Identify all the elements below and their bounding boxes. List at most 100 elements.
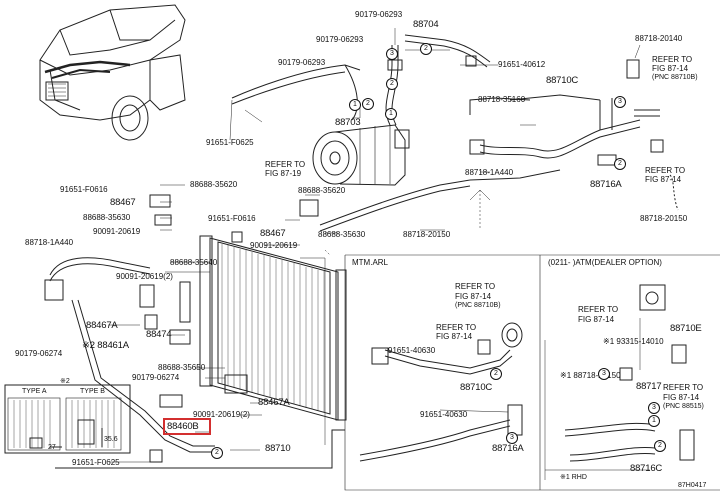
label-doc-code: 87H0417 <box>678 482 707 489</box>
label-88710e: 88710E <box>670 323 702 334</box>
label-88710c-b: 88710C <box>460 382 493 393</box>
label-type-b: TYPE B <box>80 388 105 395</box>
label-88716a-b: 88716A <box>492 443 524 454</box>
label-88467a-b: 88467A <box>258 397 290 408</box>
type-inset <box>4 384 131 454</box>
label-88716a-top: 88716A <box>590 179 622 190</box>
label-91651-f0625-b: 91651-F0625 <box>72 458 120 467</box>
callout-2: 2 <box>420 43 432 55</box>
label-91651-40630-b: 91651-40630 <box>420 410 468 419</box>
label-88718-20150-center: 88718-20150 <box>403 230 451 239</box>
label-rhd-note: ※1 RHD <box>560 474 587 481</box>
section-frames <box>55 254 720 491</box>
vehicle-sketch <box>39 4 186 141</box>
callout-2: 2 <box>614 158 626 170</box>
condenser <box>199 235 347 421</box>
callout-3: 3 <box>598 368 610 380</box>
label-91651-40612: 91651-40612 <box>498 60 546 69</box>
callout-1: 1 <box>349 99 361 111</box>
callout-3: 3 <box>614 96 626 108</box>
label-pnc-top: (PNC 88710B) <box>652 74 698 81</box>
leader-lines <box>108 28 641 463</box>
label-91651-f0625-a: 91651-F0625 <box>206 138 254 147</box>
callout-3: 3 <box>386 48 398 60</box>
label-fig-right: FIG 87-14 <box>645 175 682 184</box>
label-mtm-arl: MTM.ARL <box>352 258 388 267</box>
label-88710c-top: 88710C <box>546 75 579 86</box>
callout-3: 3 <box>506 432 518 444</box>
atm-section <box>544 284 695 480</box>
callout-2: 2 <box>654 440 666 452</box>
label-88718-1a440-left: 88718-1A440 <box>25 238 74 247</box>
label-atm-option: (0211- )ATM(DEALER OPTION) <box>548 258 662 267</box>
label-fig-top: FIG 87-14 <box>652 64 689 73</box>
label-88718-35160: 88718-35160 <box>478 95 526 104</box>
label-88716c: 88716C <box>630 463 663 474</box>
liquid-line <box>319 169 561 232</box>
upper-hoses <box>231 34 491 126</box>
label-88688-35650: 88688-35650 <box>158 363 206 372</box>
label-refer-8719: REFER TO <box>265 160 306 169</box>
label-90179-06293-top: 90179-06293 <box>355 10 403 19</box>
compressor <box>312 124 410 186</box>
label-90179-06274-left: 90179-06274 <box>15 349 63 358</box>
label-88688-35640: 88688-35640 <box>170 258 218 267</box>
label-refer-right: REFER TO <box>645 166 686 175</box>
label-fig-mid2: FIG 87-14 <box>436 332 473 341</box>
label-88710: 88710 <box>265 443 291 454</box>
label-pnc-88515: (PNC 88515) <box>663 403 704 410</box>
label-88718-1a440-top: 88718-1A440 <box>465 168 514 177</box>
callout-1: 1 <box>385 108 397 120</box>
label-88467-b: 88467 <box>260 228 286 239</box>
highlight-88460b <box>163 418 211 435</box>
label-90091-20619-2: 90091-20619(2) <box>116 272 173 281</box>
label-88718-20140: 88718-20140 <box>635 34 683 43</box>
pipe-88710 <box>44 257 215 463</box>
callout-2: 2 <box>211 447 223 459</box>
callout-2: 2 <box>362 98 374 110</box>
label-88688-35620-a: 88688-35620 <box>190 180 238 189</box>
label-88460b: 88460B <box>167 421 199 432</box>
label-88704: 88704 <box>413 19 439 30</box>
label-88688-35630-b: 88688-35630 <box>318 230 366 239</box>
callout-2: 2 <box>386 78 398 90</box>
label-90091-20619-a: 90091-20619 <box>93 227 141 236</box>
callout-1: 1 <box>648 415 660 427</box>
label-refer-88515: REFER TO <box>663 383 704 392</box>
label-90179-06274-center: 90179-06274 <box>132 373 180 382</box>
label-fig-8719: FIG 87-19 <box>265 169 302 178</box>
label-88467-a: 88467 <box>110 197 136 208</box>
label-pnc-mid: (PNC 88710B) <box>455 302 501 309</box>
label-90091-20619-2b: 90091-20619(2) <box>193 410 250 419</box>
label-88717: 88717 <box>636 381 662 392</box>
label-90179-06293-b: 90179-06293 <box>278 58 326 67</box>
label-refer-top: REFER TO <box>652 55 693 64</box>
label-90091-20619-b: 90091-20619 <box>250 241 298 250</box>
callout-3: 3 <box>648 402 660 414</box>
label-fig-mid: FIG 87-14 <box>455 292 492 301</box>
brackets-left <box>139 194 319 408</box>
label-dim-27: 27 <box>48 444 56 451</box>
label-fig-88515: FIG 87-14 <box>663 393 700 402</box>
label-refer-mid: REFER TO <box>455 282 496 291</box>
label-refer-mid2: REFER TO <box>436 323 477 332</box>
callout-2: 2 <box>490 368 502 380</box>
label-91651-f0616-b: 91651-F0616 <box>208 214 256 223</box>
label-88718-20150-atm: ※1 88718-20150 <box>560 371 621 380</box>
label-91651-40630-a: 91651-40630 <box>388 346 436 355</box>
label-93315-14010: ※1 93315-14010 <box>603 337 664 346</box>
discharge-hose-88710c <box>469 59 679 211</box>
label-fig-atm: FIG 87-14 <box>578 315 615 324</box>
label-type-note: ※2 <box>60 378 70 385</box>
label-88688-35630-a: 88688-35630 <box>83 213 131 222</box>
label-88718-20150-right: 88718-20150 <box>640 214 688 223</box>
label-88688-35620-b: 88688-35620 <box>298 186 346 195</box>
label-refer-atm: REFER TO <box>578 305 619 314</box>
mtm-section <box>359 322 523 462</box>
label-type-a: TYPE A <box>22 388 47 395</box>
label-88703: 88703 <box>335 117 361 128</box>
label-88461a: ※2 88461A <box>82 340 129 351</box>
label-88474: 88474 <box>146 329 172 340</box>
label-91651-f0616-a: 91651-F0616 <box>60 185 108 194</box>
